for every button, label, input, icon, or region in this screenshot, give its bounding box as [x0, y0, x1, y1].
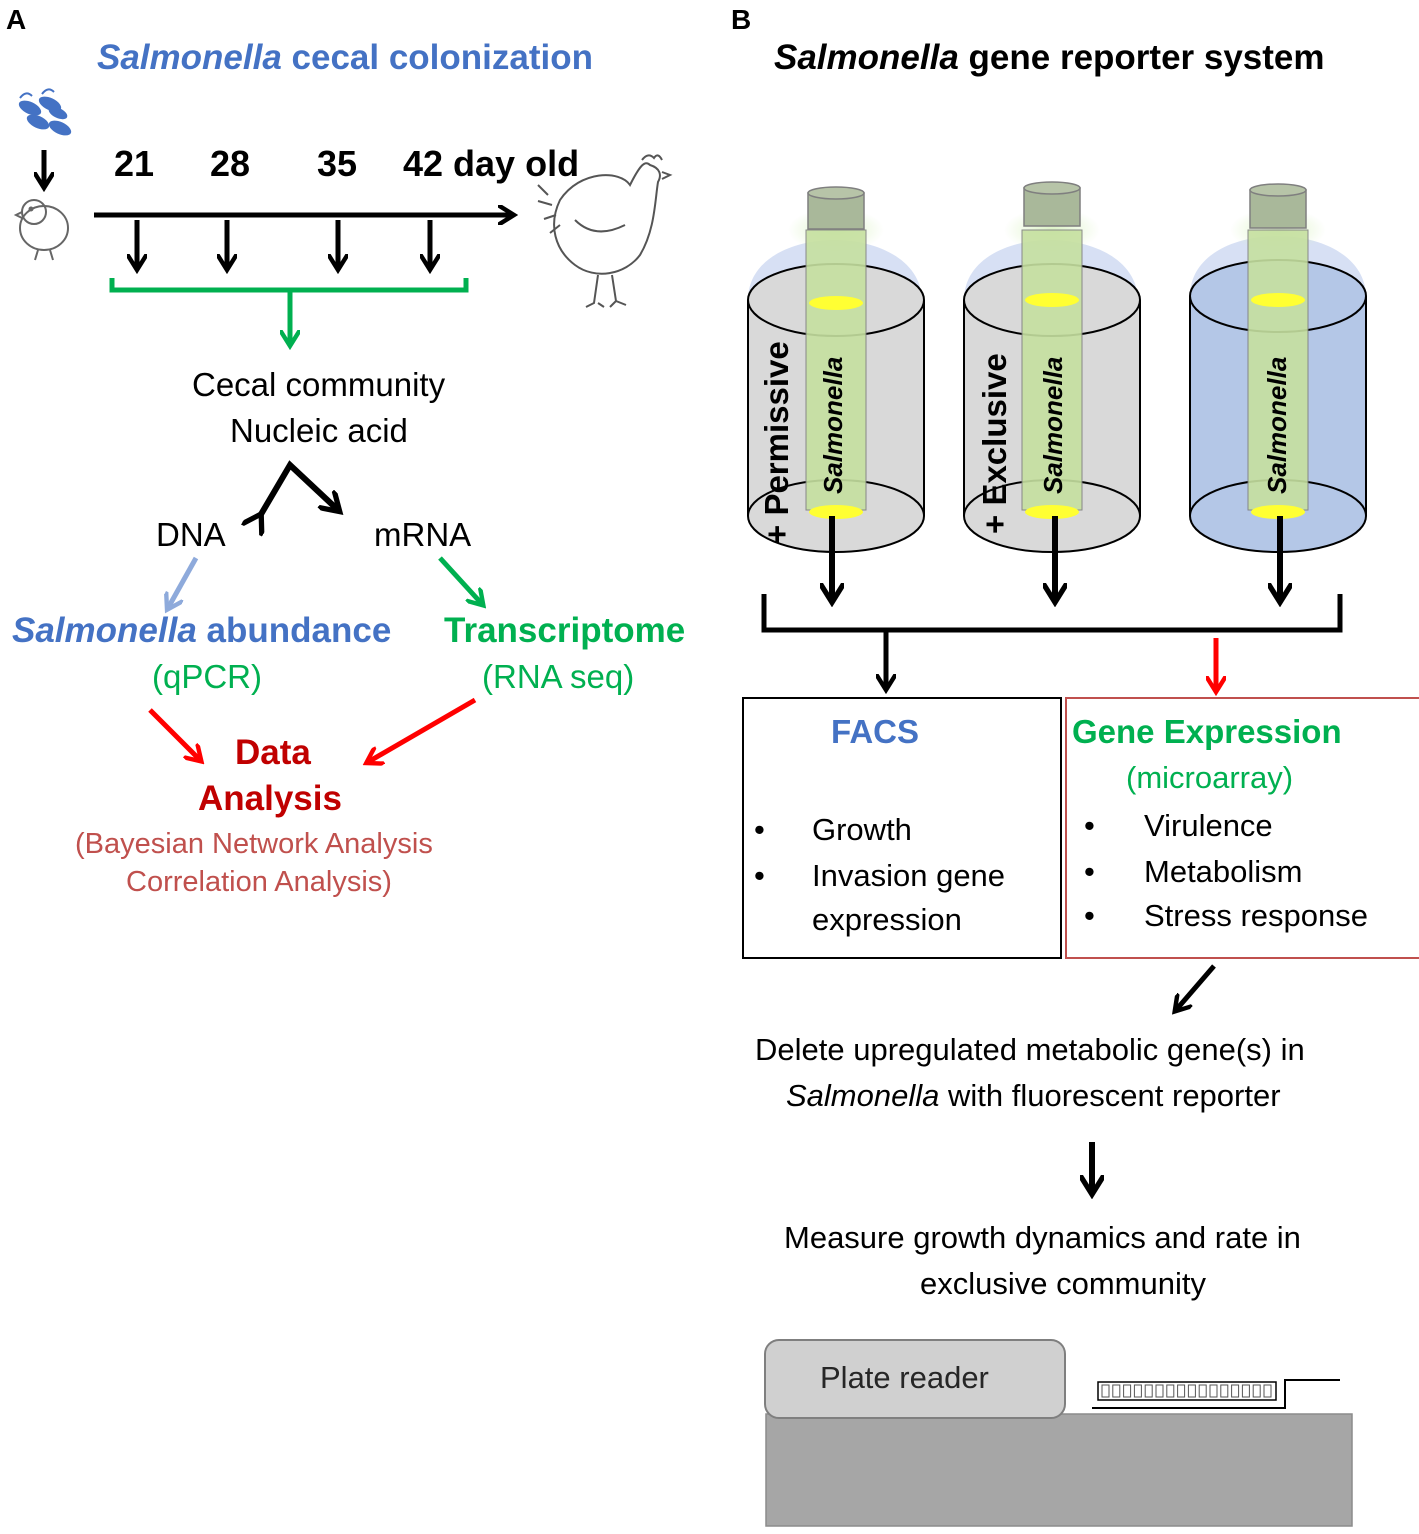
gene-item-metabolism: Metabolism [1144, 854, 1303, 889]
mrna-arrow [438, 556, 482, 604]
facs-item-invasion: Invasion gene [812, 858, 1006, 893]
dna-arrow [168, 556, 199, 608]
gene-expression-box [1065, 697, 1419, 959]
delete-genes-italic: Salmonella [786, 1078, 940, 1113]
plate-well [1220, 1384, 1229, 1398]
panel-a-title: Salmonella cecal colonization [97, 38, 593, 78]
panel-b-title: Salmonella gene reporter system [774, 38, 1325, 78]
day-21-label: 21 [114, 143, 155, 184]
chick-icon [13, 199, 69, 261]
plate-well [1177, 1384, 1186, 1398]
tube-1-salmonella-label: Salmonella [818, 356, 848, 494]
gene-item-stress: Stress response [1144, 898, 1368, 933]
facs-bullet-1: • [754, 812, 765, 847]
vessel-bracket [761, 594, 1343, 633]
control-culture-vessel [1189, 183, 1367, 553]
bacteria-icon [18, 88, 72, 136]
exclusive-label: + Exclusive [976, 353, 1013, 534]
tube-2-salmonella-label: Salmonella [1038, 356, 1068, 494]
gene-bullet-3: • [1084, 898, 1095, 933]
chicken-icon [537, 154, 673, 308]
correlation-label: Correlation Analysis) [126, 866, 392, 898]
plate-well [1112, 1384, 1121, 1398]
measure-line-2: exclusive community [920, 1266, 1206, 1301]
delete-genes-line-1: Delete upregulated metabolic gene(s) in [755, 1032, 1305, 1067]
panel-a-title-rest: cecal colonization [291, 38, 593, 77]
qpcr-label: (qPCR) [152, 658, 263, 695]
transcriptome-to-analysis-arrow [368, 697, 477, 762]
timepoint-bracket [109, 278, 469, 293]
plate-well [1209, 1384, 1218, 1398]
plate-well [1133, 1384, 1142, 1398]
panel-b-label: B [731, 4, 752, 35]
plate-reader-illustration [764, 1339, 1353, 1527]
tube-3-salmonella-label: Salmonella [1262, 356, 1292, 494]
gene-expression-title: Gene Expression [1072, 713, 1342, 750]
plate-well [1123, 1384, 1132, 1398]
abundance-to-analysis-arrow [148, 708, 200, 760]
plate-well [1166, 1384, 1175, 1398]
delete-genes-line-2: Salmonella with fluorescent reporter [786, 1078, 1281, 1114]
plate-well [1144, 1384, 1153, 1398]
facs-bullet-2: • [754, 858, 765, 893]
salmonella-abundance-label: Salmonella abundance [12, 611, 391, 651]
panel-a-label: A [6, 4, 27, 35]
cecal-community-label: Cecal community [192, 366, 446, 403]
permissive-culture-vessel [747, 186, 925, 553]
day-28-label: 28 [210, 143, 251, 184]
gene-bullet-1: • [1084, 808, 1095, 843]
day-35-label: 35 [317, 143, 358, 184]
exclusive-culture-vessel [963, 181, 1141, 553]
facs-title: FACS [831, 713, 920, 750]
to-delete-arrow [1176, 964, 1216, 1010]
permissive-label: + Permissive [758, 341, 795, 544]
split-arrow [260, 460, 338, 516]
plate-reader-label: Plate reader [820, 1360, 989, 1395]
day-42-label: 42 day old [403, 143, 580, 184]
plate-well [1231, 1384, 1240, 1398]
facs-item-expression: expression [812, 902, 962, 937]
transcriptome-label: Transcriptome [444, 611, 686, 650]
plate-well [1241, 1384, 1250, 1398]
nucleic-acid-label: Nucleic acid [230, 412, 408, 449]
gene-item-virulence: Virulence [1144, 808, 1273, 843]
plate-well [1252, 1384, 1261, 1398]
analysis-label: Analysis [198, 779, 342, 818]
plate-well [1187, 1384, 1196, 1398]
microarray-label: (microarray) [1126, 760, 1294, 795]
panel-b-title-italic: Salmonella [774, 38, 959, 77]
panel-b-title-rest: gene reporter system [968, 38, 1325, 77]
mrna-label: mRNA [374, 516, 472, 553]
plate-well [1263, 1384, 1272, 1398]
facs-item-growth: Growth [812, 812, 912, 847]
microplate-wells [1101, 1384, 1272, 1398]
plate-well [1155, 1384, 1164, 1398]
panel-a-title-italic: Salmonella [97, 38, 282, 77]
facs-box [742, 697, 1062, 959]
bayesian-label: (Bayesian Network Analysis [75, 828, 433, 860]
measure-line-1: Measure growth dynamics and rate in [784, 1220, 1301, 1255]
dna-label: DNA [156, 516, 226, 553]
rna-seq-label: (RNA seq) [482, 658, 635, 695]
abundance-italic: Salmonella [12, 611, 197, 650]
data-label: Data [235, 733, 311, 772]
plate-well [1198, 1384, 1207, 1398]
plate-well [1101, 1384, 1110, 1398]
delete-genes-rest: with fluorescent reporter [948, 1078, 1281, 1113]
gene-bullet-2: • [1084, 854, 1095, 889]
abundance-rest: abundance [206, 611, 392, 650]
